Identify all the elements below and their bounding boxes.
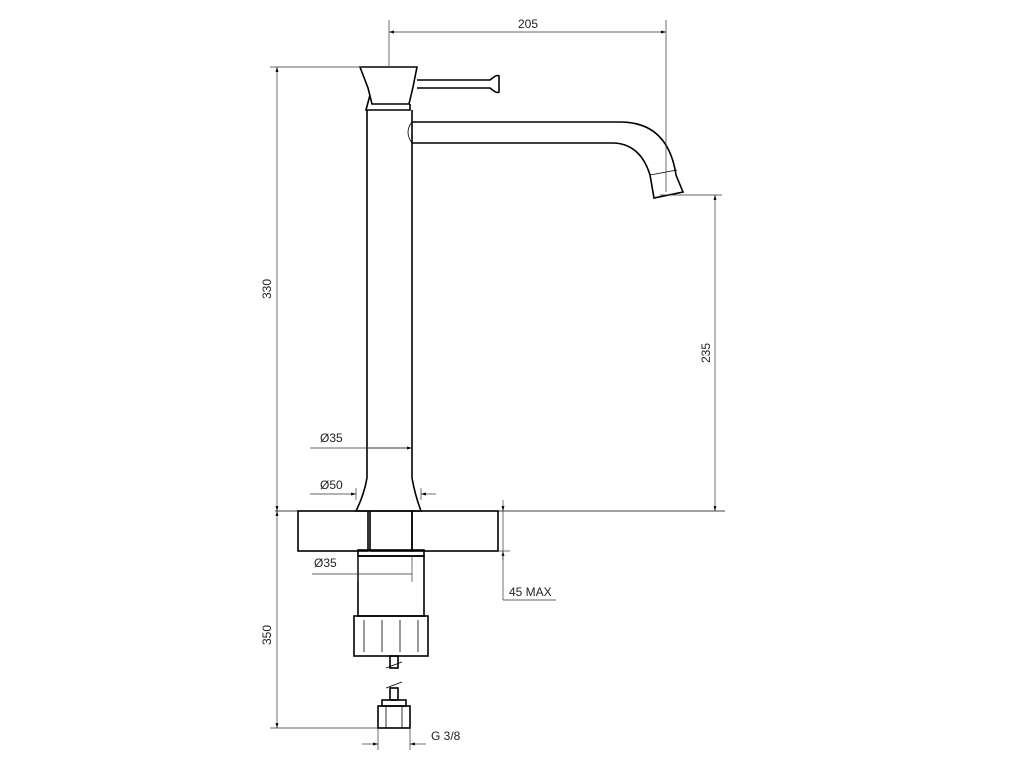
spout-reach-label: 205 bbox=[518, 17, 538, 31]
dimension-body-diameter: Ø35 bbox=[310, 431, 412, 450]
connection-thread-label: G 3/8 bbox=[431, 729, 461, 743]
overall-height-label: 330 bbox=[260, 279, 274, 299]
base-diameter-label: Ø50 bbox=[320, 478, 343, 492]
faucet-body bbox=[354, 66, 685, 512]
dimension-overall-height: 330 bbox=[260, 66, 362, 511]
body-diameter-label: Ø35 bbox=[320, 431, 343, 445]
dimension-below-counter-length: 350 bbox=[260, 511, 378, 729]
max-counter-thickness-label: 45 MAX bbox=[509, 585, 552, 599]
dimension-base-diameter: Ø50 bbox=[310, 478, 436, 500]
dimension-shank-diameter: Ø35 bbox=[312, 556, 413, 582]
shank-diameter-label: Ø35 bbox=[314, 556, 337, 570]
dimension-spout-height: 235 bbox=[660, 194, 722, 511]
countertop bbox=[275, 510, 725, 552]
dimension-spout-reach: 205 bbox=[388, 17, 667, 192]
dimension-connection-thread: G 3/8 bbox=[362, 728, 461, 750]
dimension-max-counter-thickness: 45 MAX bbox=[498, 500, 556, 601]
below-counter-length-label: 350 bbox=[260, 625, 274, 645]
under-counter-fittings bbox=[353, 510, 429, 729]
spout-height-label: 235 bbox=[699, 343, 713, 363]
